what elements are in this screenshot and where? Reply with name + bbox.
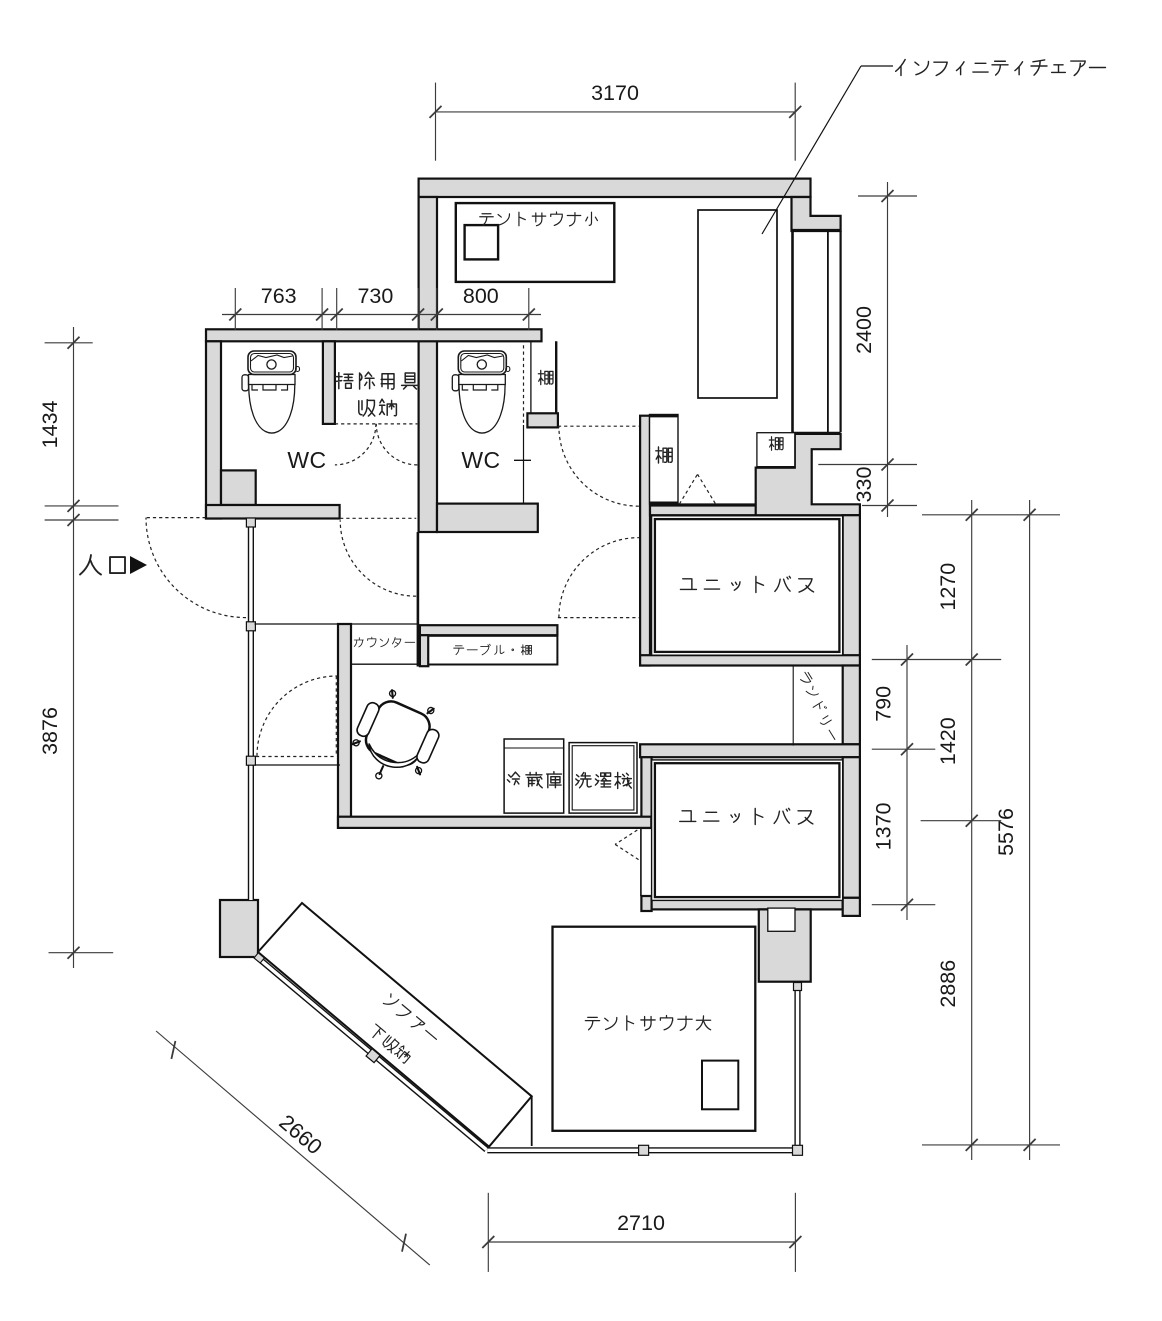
svg-text:WC: WC: [461, 447, 500, 473]
svg-text:3876: 3876: [38, 707, 62, 755]
svg-text:1434: 1434: [38, 400, 62, 448]
svg-text:790: 790: [872, 686, 896, 722]
svg-text:2886: 2886: [936, 960, 960, 1008]
svg-text:1420: 1420: [936, 717, 960, 765]
svg-text:WC: WC: [287, 447, 326, 473]
svg-text:5576: 5576: [994, 808, 1018, 856]
svg-text:800: 800: [463, 284, 499, 308]
svg-text:763: 763: [261, 284, 297, 308]
svg-text:1370: 1370: [872, 802, 896, 850]
svg-text:2710: 2710: [617, 1211, 665, 1235]
svg-text:730: 730: [357, 284, 393, 308]
svg-text:1270: 1270: [936, 563, 960, 611]
svg-text:2400: 2400: [852, 306, 876, 354]
svg-text:330: 330: [852, 467, 876, 503]
svg-text:3170: 3170: [591, 81, 639, 105]
